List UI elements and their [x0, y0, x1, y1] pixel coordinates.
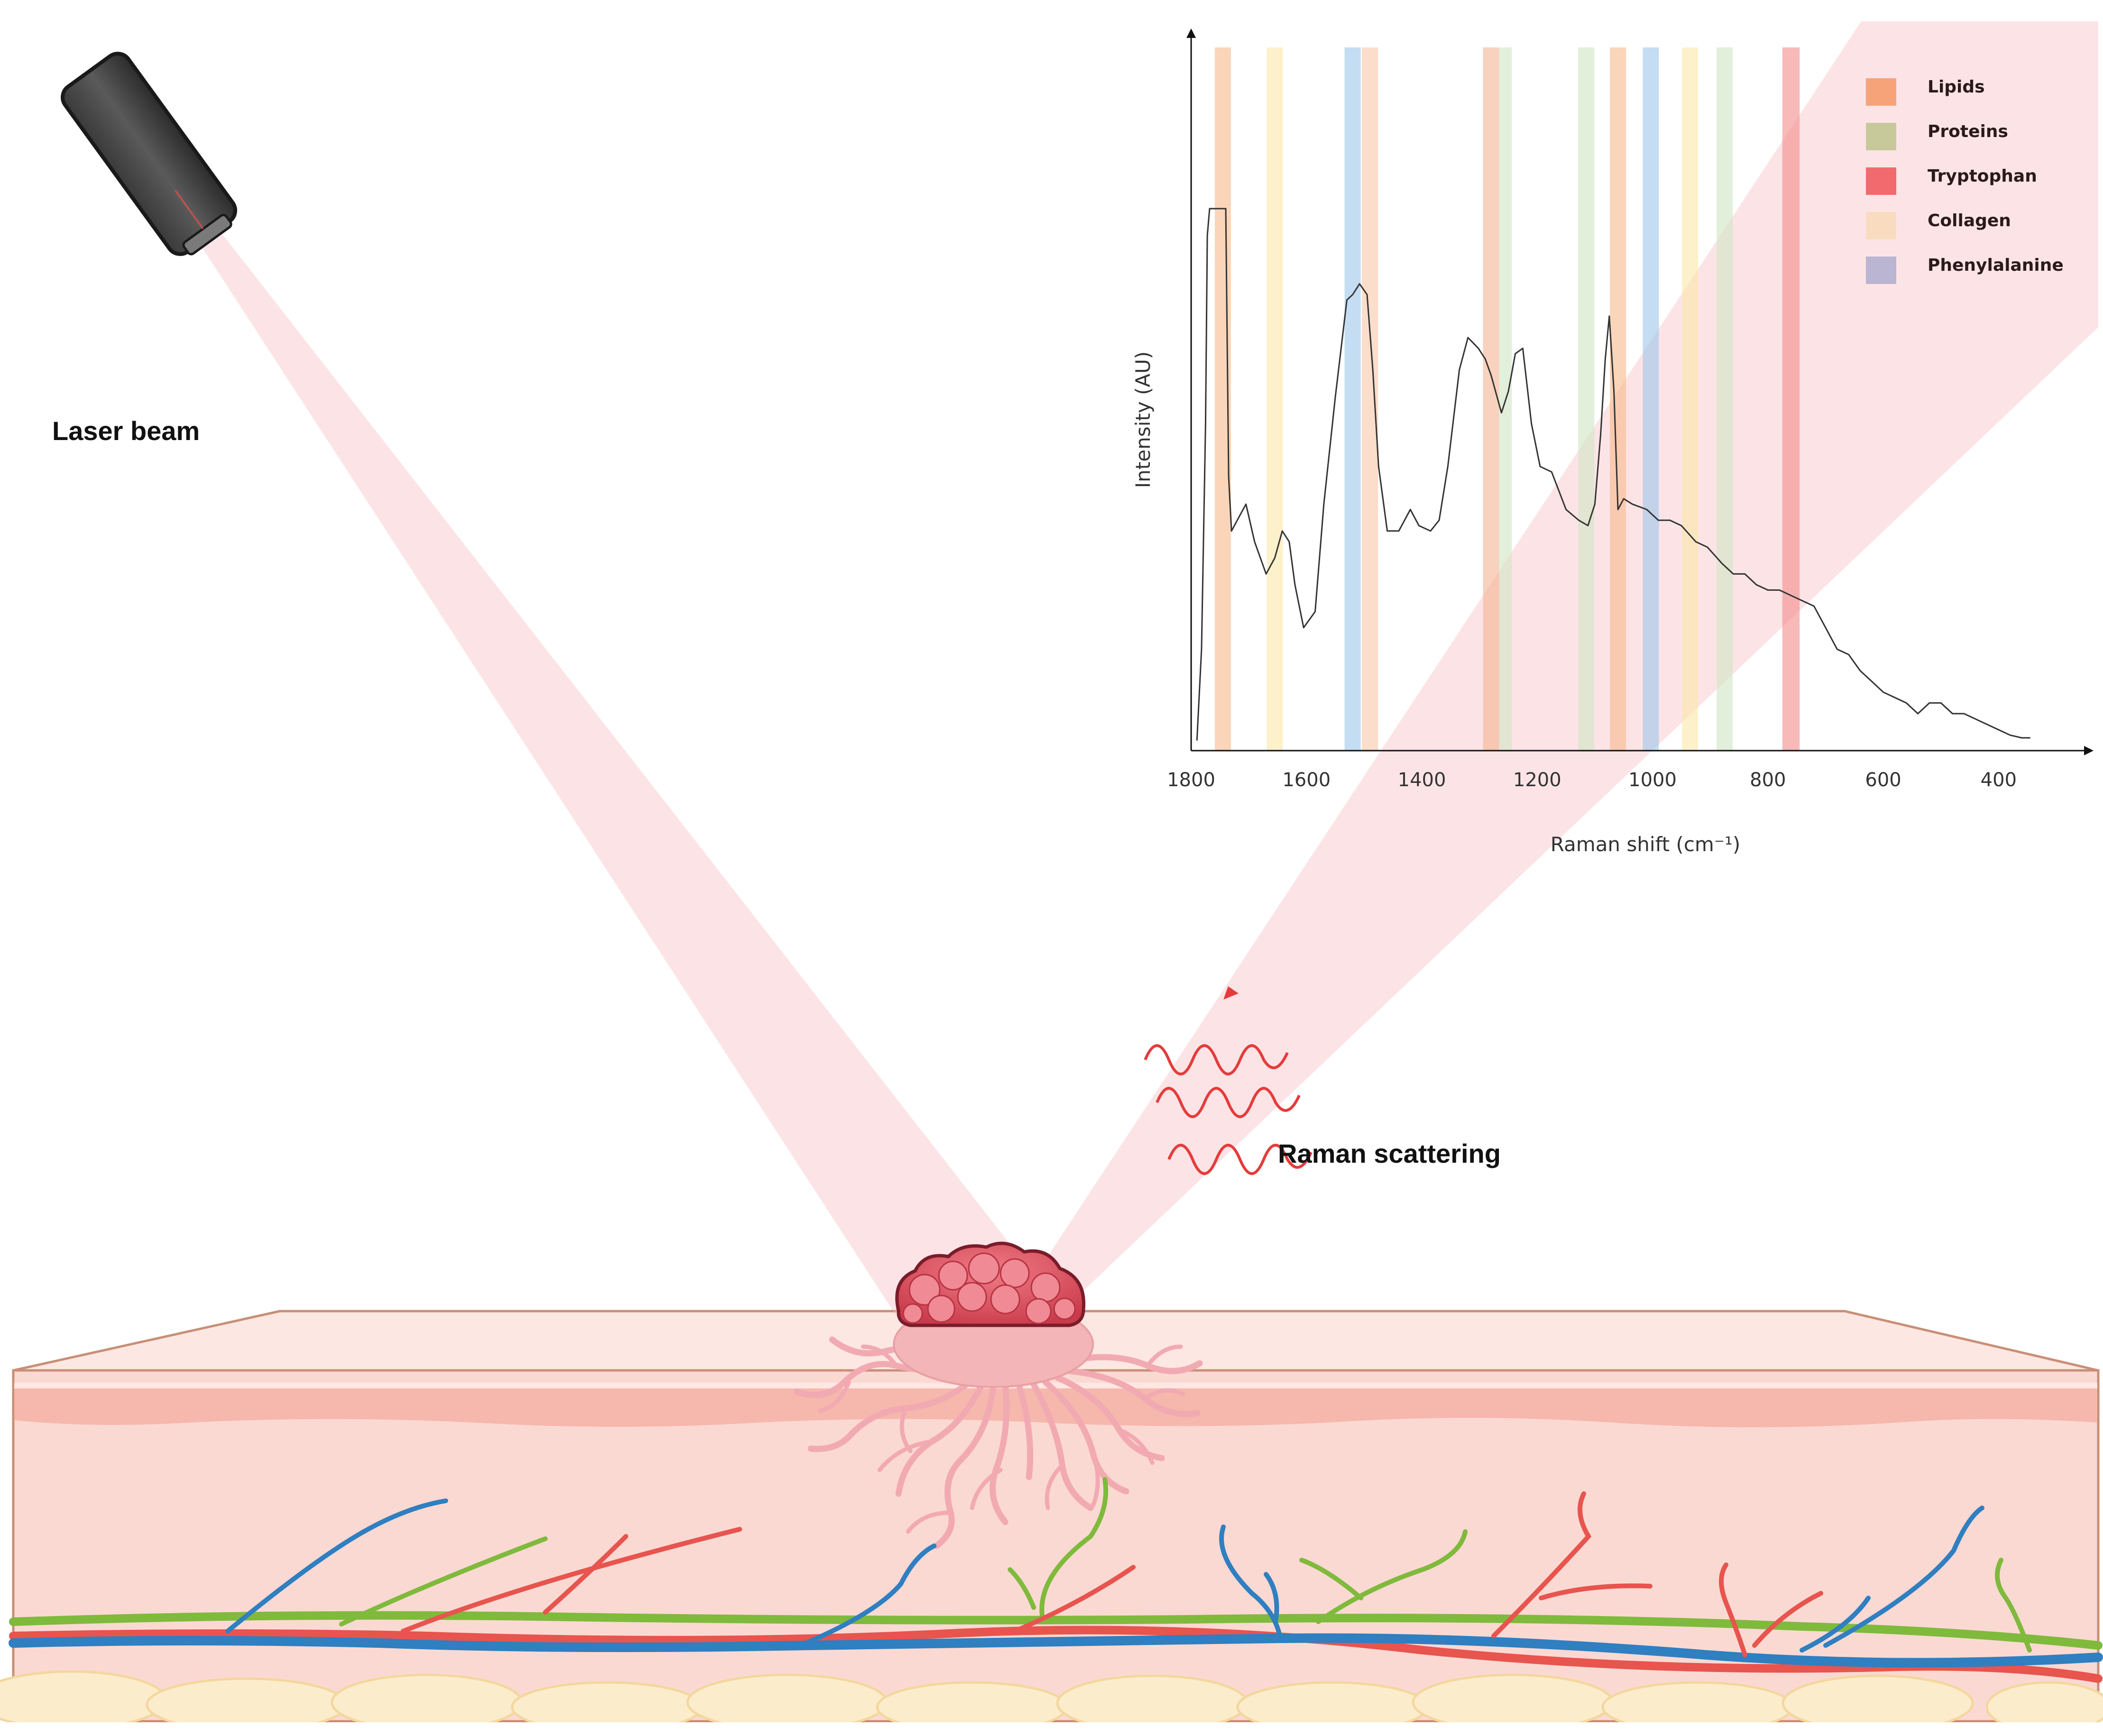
legend-swatch-lipids	[1866, 78, 1896, 106]
epidermis-layer	[14, 1387, 2097, 1427]
spectrum-line	[1196, 208, 2030, 741]
legend-swatch-proteins	[1866, 123, 1896, 150]
x-axis-title: Raman shift (cm⁻¹)	[1551, 833, 1740, 856]
vein-vessel	[9, 1633, 2103, 1668]
photon-wave-2	[1156, 1087, 1301, 1118]
legend-swatch-phenylalanine	[1866, 257, 1896, 284]
x-tick-label-1200: 1200	[1513, 769, 1561, 791]
x-tick-label-800: 800	[1750, 769, 1786, 791]
photon-wave-1	[1144, 1044, 1289, 1075]
x-tick-label-1400: 1400	[1398, 769, 1446, 791]
spectral-band-7	[1610, 47, 1626, 751]
x-tick-label-400: 400	[1981, 769, 2017, 791]
x-tick-label-600: 600	[1865, 769, 1901, 791]
x-tick-label-1800: 1800	[1167, 769, 1215, 791]
legend-swatch-tryptophan	[1866, 167, 1896, 195]
photon-wave-3	[1167, 1144, 1313, 1175]
legend-swatch-collagen	[1866, 212, 1896, 239]
spectral-band-4	[1483, 47, 1499, 751]
subcutaneous-fat	[0, 1670, 2103, 1733]
spectral-band-10	[1717, 47, 1733, 751]
epidermis-highlight	[14, 1383, 2097, 1388]
blood-vessels	[9, 1477, 2103, 1683]
raman-scatter-cone	[1019, 21, 2098, 1306]
spectral-band-2	[1344, 47, 1361, 751]
photon-arrow-1	[1223, 986, 1239, 1000]
spectral-band-1	[1267, 47, 1283, 751]
legend-label-lipids: Lipids	[1928, 77, 1985, 97]
raman-scattering-label: Raman scattering	[1278, 1139, 1501, 1168]
bottom-mask	[0, 1722, 2103, 1736]
y-axis-arrow	[1186, 28, 1196, 38]
laser-beam-label: Laser beam	[52, 416, 200, 446]
spectral-band-11	[1782, 47, 1800, 751]
spectral-band-9	[1682, 47, 1699, 751]
legend-label-collagen: Collagen	[1928, 211, 2011, 230]
tumor	[893, 1241, 1094, 1388]
spectral-band-3	[1362, 47, 1378, 751]
laser-device-icon	[61, 52, 238, 256]
legend-label-tryptophan: Tryptophan	[1928, 166, 2037, 186]
x-axis-arrow	[2084, 746, 2094, 755]
y-axis-title: Intensity (AU)	[1131, 351, 1155, 488]
artery-vessel	[9, 1626, 2103, 1683]
spectral-band-6	[1578, 47, 1595, 751]
legend-label-phenylalanine: Phenylalanine	[1928, 256, 2064, 275]
legend-label-proteins: Proteins	[1928, 122, 2008, 141]
spectral-band-8	[1643, 47, 1659, 751]
tumor-roots-thin	[818, 1344, 1185, 1534]
laser-beam-cone	[202, 235, 1046, 1323]
x-tick-label-1000: 1000	[1628, 769, 1677, 791]
x-tick-label-1600: 1600	[1282, 769, 1331, 791]
scattered-photons	[1144, 986, 1313, 1175]
